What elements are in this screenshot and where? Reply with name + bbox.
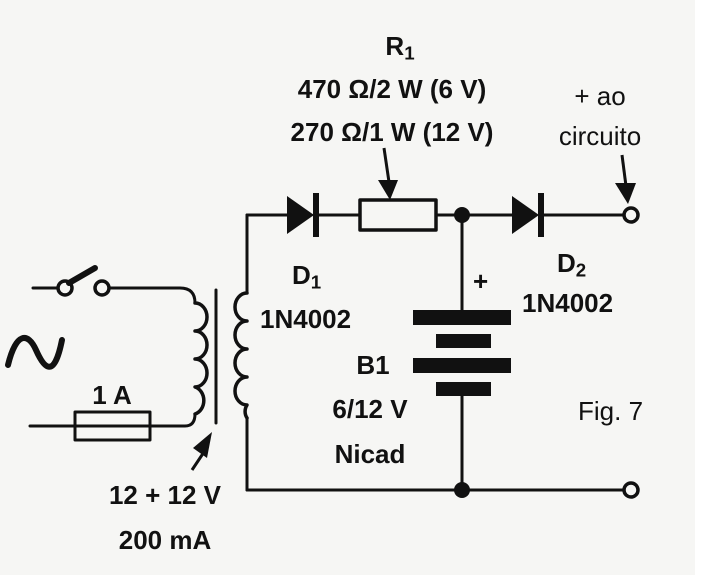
transformer-current: 200 mA: [118, 525, 212, 555]
r1-designator: R1: [385, 31, 415, 64]
transformer-voltage: 12 + 12 V: [108, 480, 222, 510]
junction-dot-bottom: [454, 482, 470, 498]
r1-arrow-shaft: [382, 147, 391, 183]
b1-chemistry: Nicad: [334, 439, 406, 469]
fuse-to-primary-wire: [148, 412, 197, 428]
r1-arrow-icon: [378, 180, 398, 200]
transformer-primary-coil: [193, 301, 209, 416]
figure-caption: Fig. 7: [578, 396, 644, 426]
switch-contact-left: [56, 279, 74, 297]
output-arrow-icon: [615, 183, 636, 204]
d2-designator: D2: [557, 248, 587, 281]
b1-designator: B1: [356, 350, 390, 380]
battery-plate-long-2: [413, 358, 511, 373]
d1-cathode-bar: [313, 193, 319, 237]
switch-contact-right: [93, 279, 111, 297]
d2-diode-icon: [512, 196, 539, 234]
switch-to-primary-wire: [107, 286, 197, 305]
switch-lever: [66, 265, 98, 286]
power-switch: [31, 265, 197, 305]
d1-diode-icon: [287, 196, 314, 234]
transformer-arrow-shaft: [190, 451, 206, 471]
junction-dot-top: [454, 207, 470, 223]
output-terminal-negative: [622, 481, 640, 499]
transformer-arrow-icon: [193, 432, 212, 458]
d1-part-number: 1N4002: [260, 304, 352, 334]
d2-cathode-bar: [538, 193, 544, 237]
battery-plate-short-2: [436, 382, 491, 396]
b1-voltage: 6/12 V: [332, 394, 408, 424]
output-label-line2: circuito: [558, 121, 642, 151]
r1-resistor-body: [358, 198, 438, 232]
fuse: [28, 410, 197, 442]
battery-polarity: +: [473, 266, 489, 296]
output-arrow-shaft: [620, 154, 628, 187]
battery-plate-short-1: [436, 334, 491, 348]
ac-source-icon: [5, 335, 65, 370]
output-label-line1: + ao: [574, 81, 626, 111]
d2-part-number: 1N4002: [522, 288, 614, 318]
r1-value-6v: 470 Ω/2 W (6 V): [297, 74, 487, 104]
r1-value-12v: 270 Ω/1 W (12 V): [290, 117, 494, 147]
transformer-secondary-coil: [233, 291, 249, 420]
d1-designator: D1: [292, 260, 322, 293]
battery-plate-long-1: [413, 310, 511, 325]
output-terminal-positive: [622, 206, 640, 224]
fuse-rating: 1 A: [92, 380, 132, 410]
